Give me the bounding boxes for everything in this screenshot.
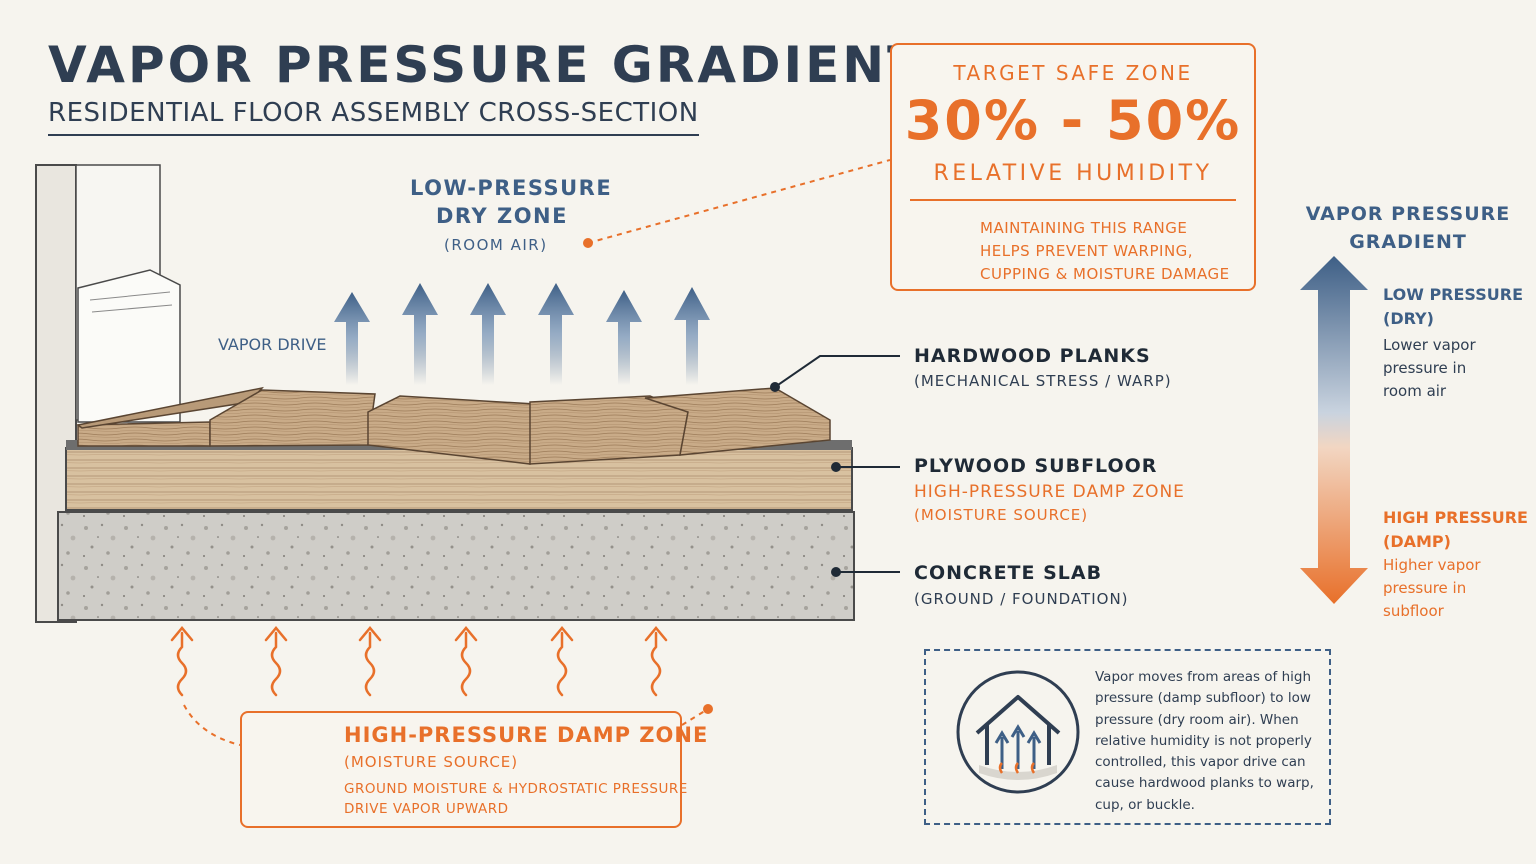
layer-concrete-sub: (GROUND / FOUNDATION) — [914, 590, 1129, 608]
vapor-drive-label: VAPOR DRIVE — [218, 335, 327, 354]
info-line: pressure (dry room air). When — [1095, 711, 1299, 728]
damp-zone-note-line2: DRIVE VAPOR UPWARD — [344, 801, 509, 817]
low-pressure-desc: Lower vapor pressure in room air — [1383, 334, 1476, 403]
safe-zone-note-line3: CUPPING & MOISTURE DAMAGE — [980, 265, 1230, 283]
low-pressure-label-line1: LOW PRESSURE — [1383, 285, 1523, 304]
safe-zone-note-line2: HELPS PREVENT WARPING, — [980, 242, 1194, 260]
low-pressure-label: LOW PRESSURE (DRY) — [1383, 283, 1523, 331]
info-line: cause hardwood planks to warp, — [1095, 775, 1314, 792]
info-line: pressure (damp subfloor) to low — [1095, 690, 1311, 707]
info-line: Vapor moves from areas of high — [1095, 669, 1312, 685]
safe-zone-unit: RELATIVE HUMIDITY — [933, 161, 1213, 186]
page-subtitle: RESIDENTIAL FLOOR ASSEMBLY CROSS-SECTION — [48, 98, 699, 136]
layer-leaders — [770, 355, 900, 577]
safe-zone-connector — [587, 159, 891, 244]
layer-plywood-sub: HIGH-PRESSURE DAMP ZONE — [914, 482, 1185, 502]
high-pressure-label: HIGH PRESSURE (DAMP) — [1383, 506, 1528, 554]
high-pressure-desc-line3: subfloor — [1383, 602, 1444, 620]
dry-zone-title-line1: LOW-PRESSURE — [410, 176, 613, 200]
info-line: relative humidity is not properly — [1095, 732, 1312, 749]
high-pressure-desc-line1: Higher vapor — [1383, 556, 1481, 574]
damp-zone-note-line1: GROUND MOISTURE & HYDROSTATIC PRESSURE — [344, 781, 688, 797]
safe-zone-note-line1: MAINTAINING THIS RANGE — [980, 219, 1188, 237]
vapor-drive-arrows — [334, 283, 710, 385]
low-pressure-desc-line3: room air — [1383, 382, 1447, 400]
damp-zone-sub: (MOISTURE SOURCE) — [344, 753, 519, 771]
layer-hardwood-sub: (MECHANICAL STRESS / WARP) — [914, 372, 1172, 390]
layer-hardwood-title: HARDWOOD PLANKS — [914, 345, 1151, 367]
house-vapor-icon — [956, 670, 1080, 794]
hardwood-planks — [76, 386, 831, 465]
concrete-slab — [57, 511, 855, 621]
safe-zone-divider — [910, 199, 1236, 201]
dry-zone-title-line2: DRY ZONE — [436, 204, 568, 228]
high-pressure-label-line1: HIGH PRESSURE — [1383, 508, 1528, 527]
low-pressure-desc-line1: Lower vapor — [1383, 336, 1476, 354]
info-panel: Vapor moves from areas of high pressure … — [924, 649, 1331, 825]
target-safe-zone-panel: TARGET SAFE ZONE 30% - 50% RELATIVE HUMI… — [890, 43, 1256, 291]
layer-plywood-sub2: (MOISTURE SOURCE) — [914, 506, 1089, 524]
high-pressure-desc-line2: pressure in — [1383, 579, 1467, 597]
layer-concrete-title: CONCRETE SLAB — [914, 562, 1103, 584]
low-pressure-label-line2: (DRY) — [1383, 309, 1434, 328]
damp-zone-note: GROUND MOISTURE & HYDROSTATIC PRESSURE D… — [344, 779, 688, 819]
high-pressure-desc: Higher vapor pressure in subfloor — [1383, 554, 1481, 623]
damp-connector-left — [183, 704, 241, 746]
info-line: controlled, this vapor drive can — [1095, 754, 1306, 771]
dry-zone-sub: (ROOM AIR) — [444, 236, 548, 254]
high-pressure-label-line2: (DAMP) — [1383, 532, 1451, 551]
layer-plywood-title: PLYWOOD SUBFLOOR — [914, 455, 1158, 477]
damp-zone-panel: HIGH-PRESSURE DAMP ZONE (MOISTURE SOURCE… — [240, 711, 707, 828]
safe-zone-note: MAINTAINING THIS RANGE HELPS PREVENT WAR… — [980, 217, 1230, 286]
damp-zone-title: HIGH-PRESSURE DAMP ZONE — [344, 723, 709, 747]
plywood-subfloor — [65, 447, 853, 511]
gradient-title-line1: VAPOR PRESSURE — [1305, 203, 1511, 225]
info-line: cup, or buckle. — [1095, 796, 1195, 813]
gradient-arrow — [1300, 256, 1368, 604]
page-title: VAPOR PRESSURE GRADIENT — [48, 36, 925, 94]
low-pressure-desc-line2: pressure in — [1383, 359, 1467, 377]
baseboard — [77, 269, 181, 423]
gradient-title: VAPOR PRESSURE GRADIENT — [1300, 200, 1516, 256]
safe-zone-range: 30% - 50% — [904, 89, 1242, 152]
safe-zone-heading: TARGET SAFE ZONE — [953, 61, 1193, 85]
info-text: Vapor moves from areas of high pressure … — [1095, 667, 1314, 816]
moisture-arrows — [170, 626, 668, 697]
gradient-title-line2: GRADIENT — [1349, 231, 1467, 253]
